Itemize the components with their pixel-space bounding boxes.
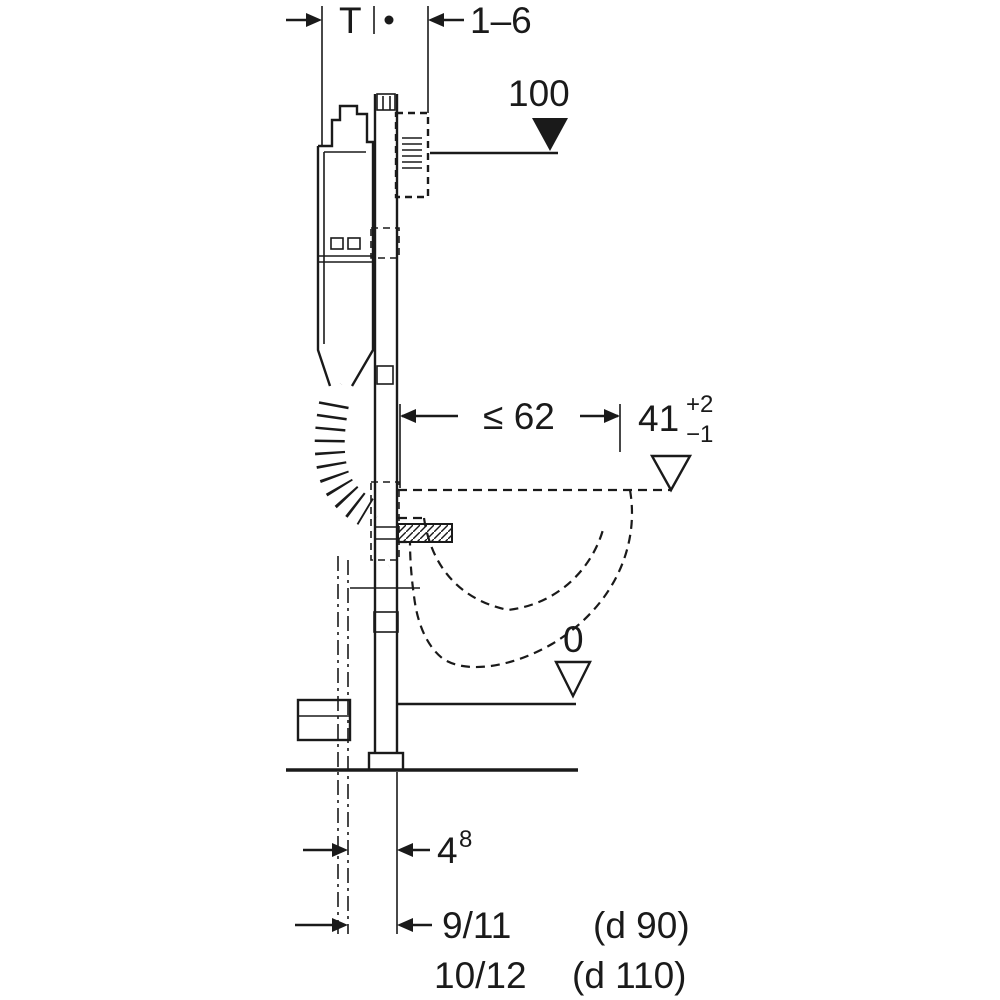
label-4-sup: 8 [459,826,472,853]
label-T: T [339,0,362,41]
label-41: 41 [638,398,679,439]
level-0: 0 [398,619,592,706]
wc-bowl-outline [398,488,672,669]
drain-centerlines [337,556,398,934]
level-100: 100 [430,73,570,155]
flush-pipe [314,381,379,526]
label-41-minus: −1 [686,421,713,448]
rail-details [350,227,420,633]
dimension-offset-4-8: 4 8 [303,826,472,871]
dimension-top-T: T [286,0,394,146]
label-10-12: 10/12 [434,955,527,996]
label-d90: (d 90) [593,905,690,946]
dimension-drain-d110: 10/12 (d 110) [434,955,687,996]
label-d110: (d 110) [572,955,687,996]
frame-rail [367,93,405,772]
label-1-6: 1–6 [470,0,532,41]
drain-pipe [296,550,392,742]
dimension-drain-d90: 9/11 (d 90) [295,905,690,946]
dimension-top-1-6: 1–6 [427,0,532,113]
label-41-plus: +2 [686,391,713,418]
label-4: 4 [437,830,458,871]
cistern [316,104,375,387]
frame-foot [367,751,405,772]
label-100: 100 [508,73,570,114]
label-0: 0 [563,619,584,660]
dimension-depth-62: ≤ 62 [399,396,621,488]
label-9-11: 9/11 [442,905,511,946]
label-depth-62: ≤ 62 [483,396,555,437]
level-41: 41 +2 −1 [638,391,713,493]
wall-bracket [394,111,430,199]
